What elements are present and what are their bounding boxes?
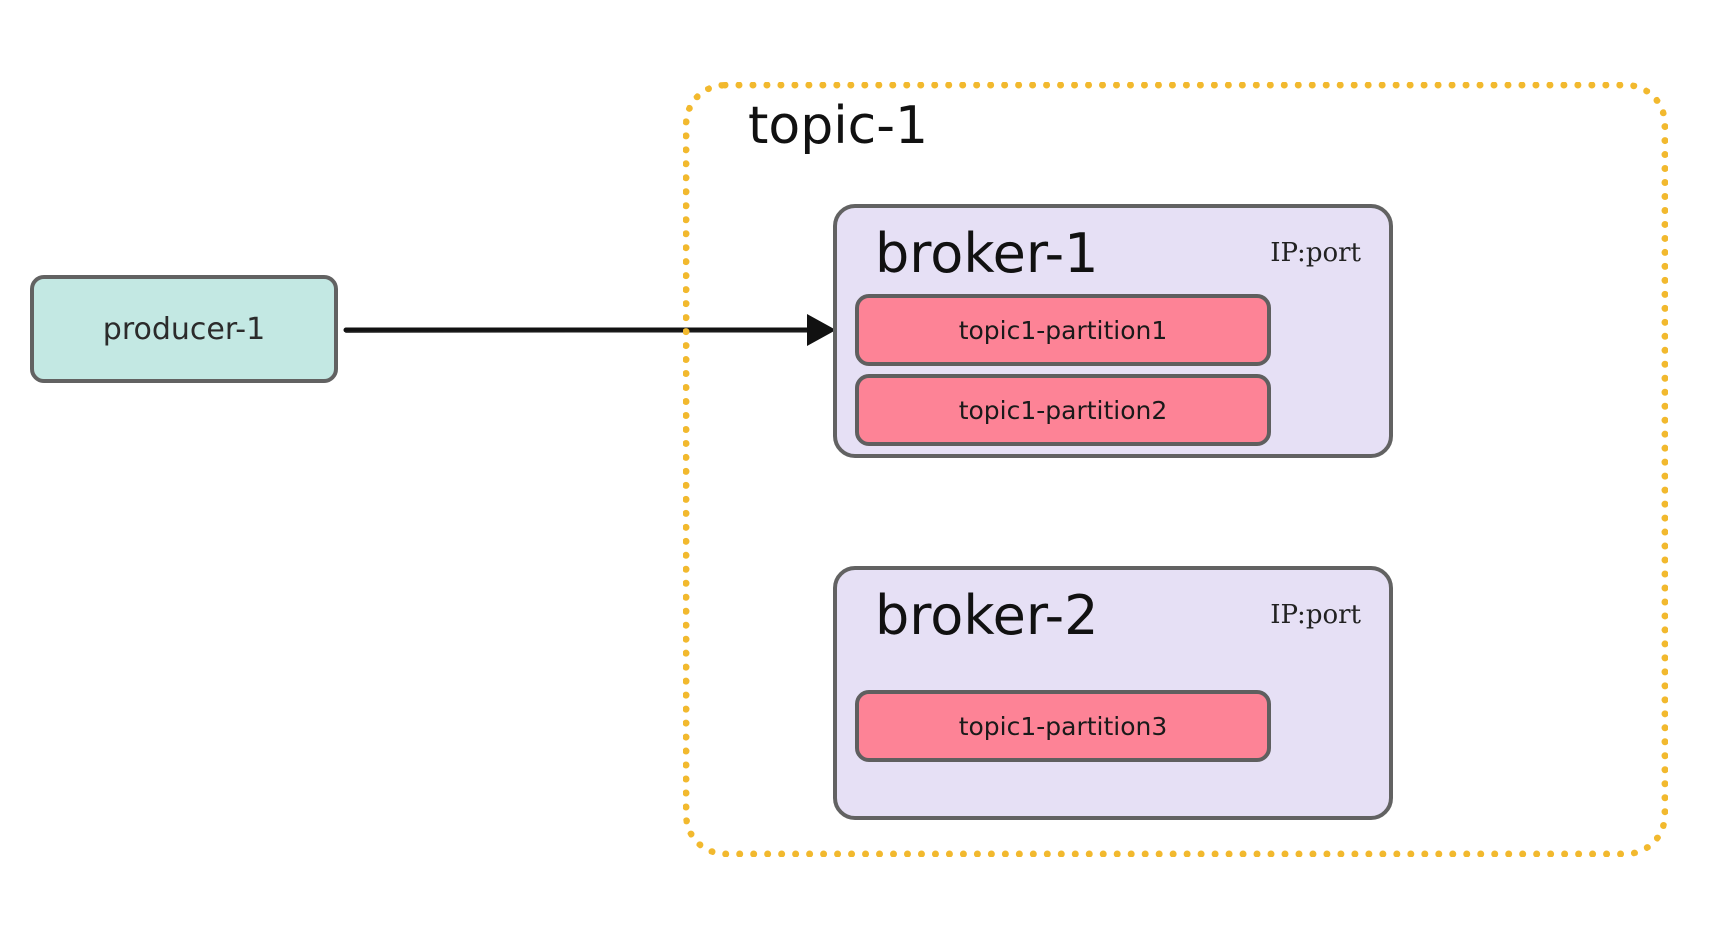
producer-label: producer-1 — [102, 311, 266, 347]
broker-address: IP:port — [1270, 238, 1361, 268]
producer-node: producer-1 — [30, 275, 338, 383]
partition-label: topic1-partition2 — [958, 395, 1168, 425]
partition-node: topic1-partition2 — [855, 374, 1271, 446]
topic-title: topic-1 — [748, 96, 929, 156]
topic-container — [683, 82, 1668, 857]
broker-title: broker-2 — [875, 584, 1099, 647]
partition-node: topic1-partition3 — [855, 690, 1271, 762]
broker-title: broker-1 — [875, 222, 1099, 285]
broker-address: IP:port — [1270, 600, 1361, 630]
partition-label: topic1-partition3 — [958, 711, 1168, 741]
partition-node: topic1-partition1 — [855, 294, 1271, 366]
broker-node-1: broker-1 IP:port topic1-partition1 topic… — [833, 204, 1393, 458]
partition-label: topic1-partition1 — [958, 315, 1168, 345]
broker-node-2: broker-2 IP:port topic1-partition3 — [833, 566, 1393, 820]
